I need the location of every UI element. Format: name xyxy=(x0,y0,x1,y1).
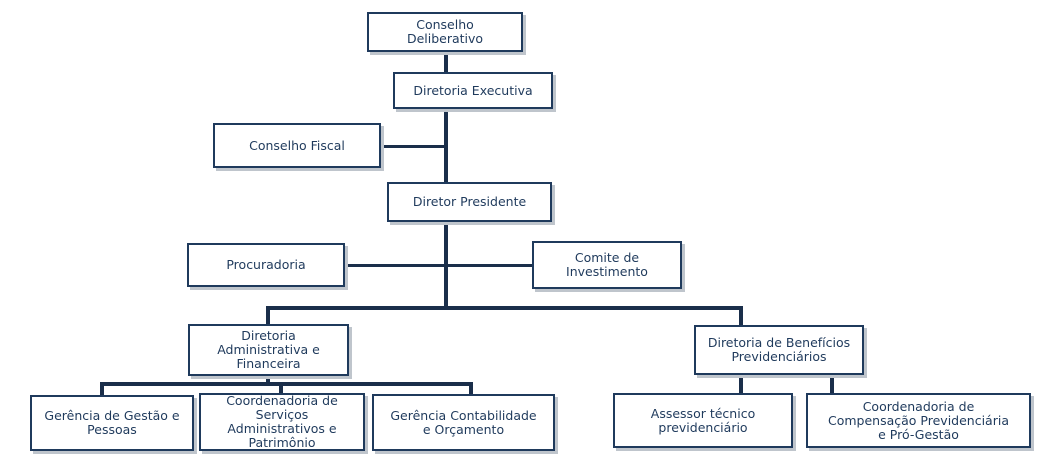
connector-coordenadoria-servicos-drop xyxy=(279,382,283,396)
box-conselho-fiscal: Conselho Fiscal xyxy=(213,123,381,168)
label-assessor-tecnico: Assessor técnico previdenciário xyxy=(650,405,756,435)
box-gerencia-gestao-pessoas: Gerência de Gestão e Pessoas xyxy=(30,395,194,451)
label-conselho-fiscal: Conselho Fiscal xyxy=(249,137,345,153)
connector-main-trunk xyxy=(444,50,448,308)
label-diretoria-administrativa: Diretoria Administrativa e Financeira xyxy=(217,328,320,371)
connector-conselho-fiscal xyxy=(381,145,446,148)
connector-procuradoria-comite xyxy=(345,264,532,267)
connector-beneficios-stem-left xyxy=(739,374,743,394)
label-coordenadoria-servicos: Coordenadoria de Serviços Administrativo… xyxy=(226,393,338,450)
label-diretor-presidente: Diretor Presidente xyxy=(412,194,527,209)
box-diretor-presidente: Diretor Presidente xyxy=(387,182,552,222)
connector-admin-children-bar xyxy=(100,382,473,386)
connector-beneficios-stem-right xyxy=(830,374,834,394)
label-conselho-deliberativo: Conselho Deliberativo xyxy=(406,17,484,46)
label-diretoria-executiva: Diretoria Executiva xyxy=(413,82,533,98)
label-comite-investimento: Comite de Investimento xyxy=(566,250,648,279)
box-assessor-tecnico: Assessor técnico previdenciário xyxy=(613,393,793,448)
box-comite-investimento: Comite de Investimento xyxy=(532,241,682,289)
connector-gerencia-contabilidade-drop xyxy=(469,382,473,396)
box-diretoria-administrativa: Diretoria Administrativa e Financeira xyxy=(188,324,349,376)
box-diretoria-beneficios: Diretoria de Benefícios Previdenciários xyxy=(694,325,864,375)
connector-gerencia-gestao-drop xyxy=(100,382,104,396)
box-gerencia-contabilidade: Gerência Contabilidade e Orçamento xyxy=(372,394,555,451)
connector-directorates-bar xyxy=(266,306,742,310)
label-procuradoria: Procuradoria xyxy=(226,257,306,272)
box-coordenadoria-servicos: Coordenadoria de Serviços Administrativo… xyxy=(199,393,365,451)
connector-beneficios-drop xyxy=(739,306,743,326)
box-conselho-deliberativo: Conselho Deliberativo xyxy=(367,12,523,52)
box-procuradoria: Procuradoria xyxy=(187,243,345,287)
label-coordenadoria-compensacao: Coordenadoria de Compensação Previdenciá… xyxy=(828,398,1009,442)
connector-admin-stem xyxy=(266,374,270,384)
connector-admin-drop xyxy=(266,306,270,326)
box-coordenadoria-compensacao: Coordenadoria de Compensação Previdenciá… xyxy=(806,393,1031,448)
box-diretoria-executiva: Diretoria Executiva xyxy=(393,72,553,109)
label-diretoria-beneficios: Diretoria de Benefícios Previdenciários xyxy=(707,335,851,364)
label-gerencia-gestao-pessoas: Gerência de Gestão e Pessoas xyxy=(44,408,180,437)
label-gerencia-contabilidade: Gerência Contabilidade e Orçamento xyxy=(390,407,537,437)
